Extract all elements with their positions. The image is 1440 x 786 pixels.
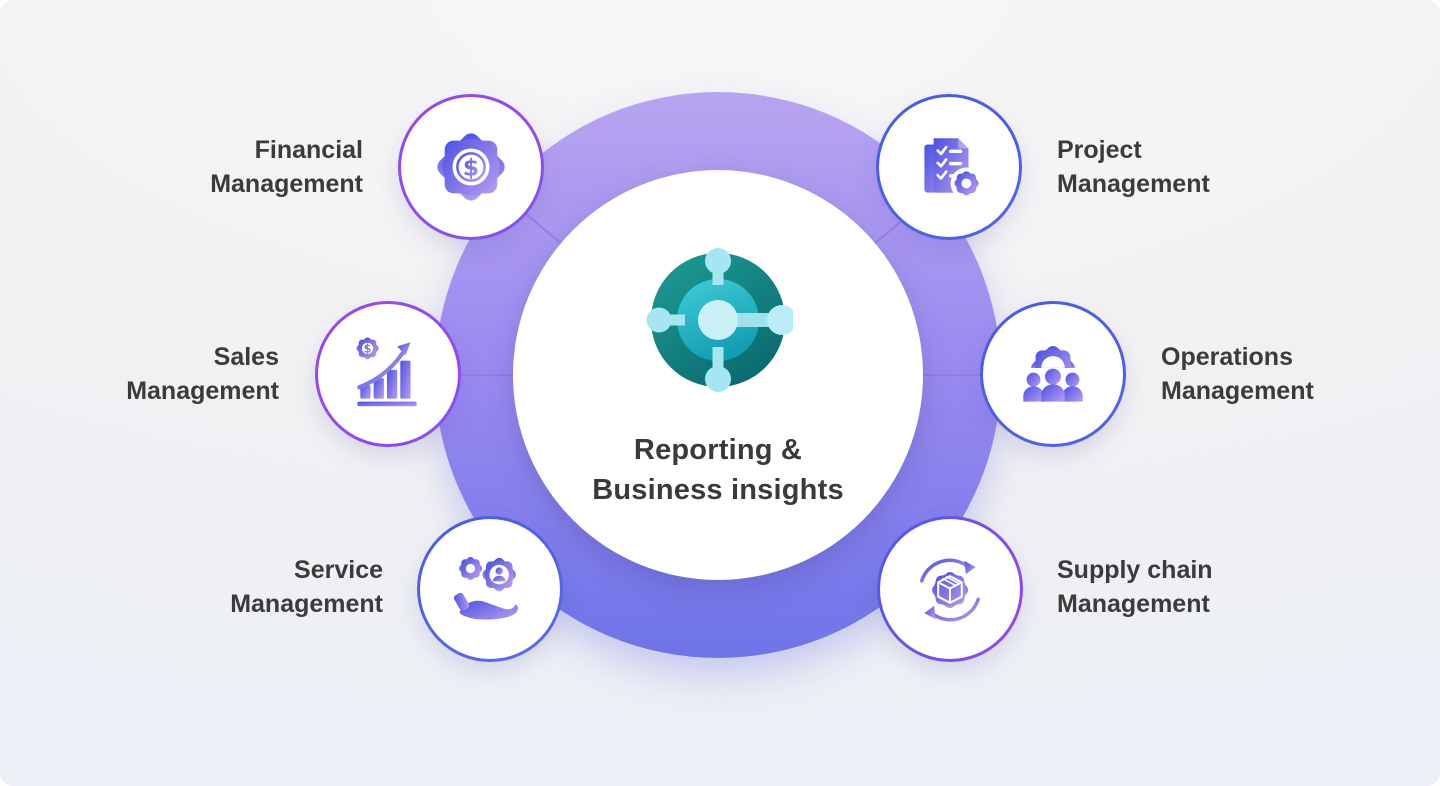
node-project-management (876, 94, 1022, 240)
team-gear-icon (1023, 345, 1083, 402)
business-central-icon (646, 248, 793, 392)
label-financial-management: Financial Management (210, 136, 363, 198)
node-sales-management: $ (315, 301, 461, 447)
ring-segment-divider (919, 374, 1003, 376)
gear-dollar-icon: $ (437, 133, 505, 201)
svg-text:$: $ (364, 342, 372, 355)
svg-text:$: $ (463, 153, 479, 181)
package-gear-cycle-icon (920, 558, 980, 622)
label-supply-chain-management: Supply chain Management (1057, 556, 1213, 618)
growth-chart-icon: $ (356, 337, 417, 407)
label-service-management: Service Management (230, 556, 383, 618)
label-project-management: Project Management (1057, 136, 1210, 198)
center-title: Reporting & Business insights (592, 434, 844, 506)
node-financial-management: $ (398, 94, 544, 240)
node-operations-management (980, 301, 1126, 447)
node-service-management (417, 516, 563, 662)
node-supply-chain-management (877, 516, 1023, 662)
hand-gears-user-icon (453, 556, 519, 620)
checklist-gear-icon (924, 138, 983, 200)
label-operations-management: Operations Management (1161, 343, 1314, 405)
label-sales-management: Sales Management (126, 343, 279, 405)
